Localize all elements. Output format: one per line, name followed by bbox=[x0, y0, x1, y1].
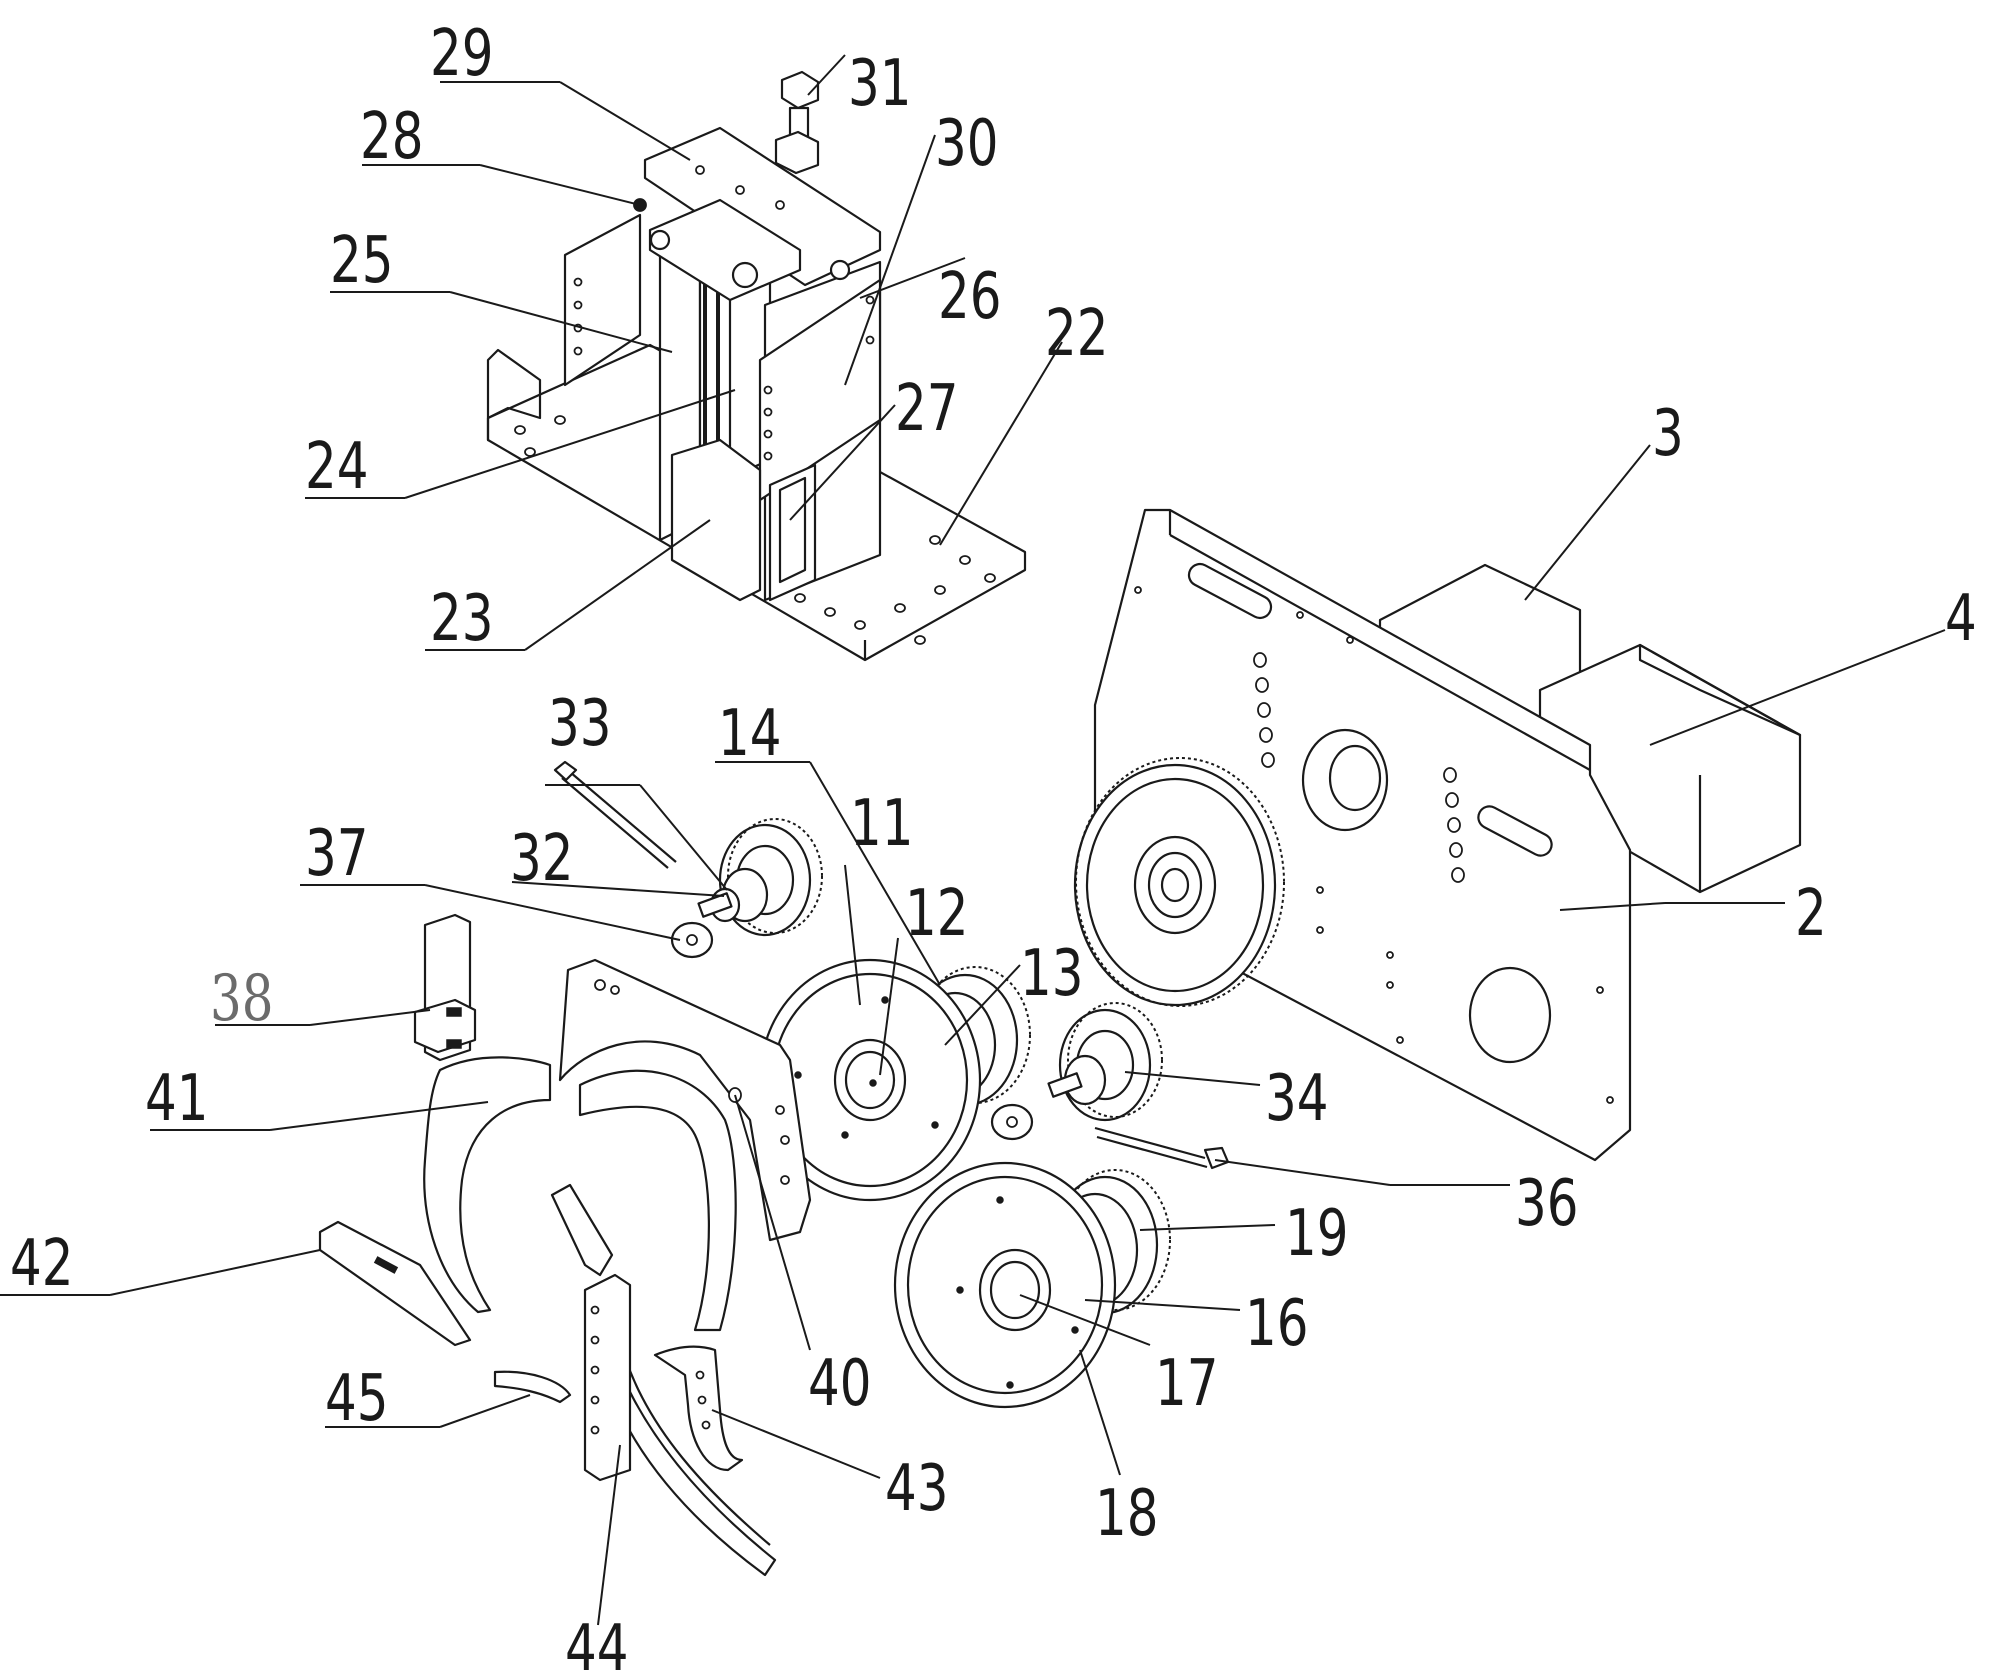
window-part-27 bbox=[768, 463, 817, 602]
lower-disc-assembly bbox=[893, 1161, 1171, 1409]
callout-24: 24 bbox=[305, 429, 369, 504]
disc-part-16 bbox=[893, 1161, 1117, 1409]
callout-42: 42 bbox=[10, 1226, 74, 1301]
callout-2: 2 bbox=[1795, 876, 1827, 951]
arc-43-holes bbox=[695, 1370, 711, 1430]
callout-27: 27 bbox=[895, 371, 959, 446]
upper-disc-assembly bbox=[758, 958, 1031, 1202]
callout-43: 43 bbox=[885, 1451, 949, 1526]
upper-slot bbox=[1187, 562, 1273, 620]
callout-16: 16 bbox=[1245, 1286, 1309, 1361]
clamp-block-part-28 bbox=[648, 198, 802, 302]
side-plate-holes bbox=[1126, 586, 1614, 1104]
callout-36: 36 bbox=[1515, 1166, 1579, 1241]
callout-4: 4 bbox=[1945, 581, 1977, 656]
callout-40: 40 bbox=[808, 1346, 872, 1421]
callout-44: 44 bbox=[565, 1611, 629, 1678]
callout-31: 31 bbox=[848, 46, 912, 121]
callout-37: 37 bbox=[305, 816, 369, 891]
callout-12: 12 bbox=[905, 876, 969, 951]
callout-labels: 29 31 28 30 25 26 22 27 24 23 3 4 33 14 … bbox=[10, 16, 1977, 1678]
leader-lines bbox=[0, 54, 1946, 1626]
spike-part bbox=[550, 1183, 614, 1277]
callout-3: 3 bbox=[1652, 396, 1684, 471]
callout-41: 41 bbox=[145, 1061, 209, 1136]
callout-30: 30 bbox=[935, 106, 999, 181]
arc-part-44 bbox=[578, 1069, 737, 1332]
plate-large-wheel bbox=[1073, 757, 1285, 1007]
callout-22: 22 bbox=[1045, 296, 1109, 371]
small-arc-part-45 bbox=[493, 1370, 572, 1404]
callout-13: 13 bbox=[1020, 936, 1084, 1011]
mounting-plate-holes bbox=[590, 1305, 600, 1435]
callout-19: 19 bbox=[1285, 1196, 1349, 1271]
base-plate-holes bbox=[514, 415, 996, 645]
upper-pulley-assembly bbox=[553, 760, 823, 959]
adjusting-screw-part-31 bbox=[774, 70, 820, 175]
callout-32: 32 bbox=[510, 821, 574, 896]
frame-part-40 bbox=[558, 958, 812, 1242]
callout-23: 23 bbox=[430, 581, 494, 656]
callout-26: 26 bbox=[938, 259, 1002, 334]
callout-28: 28 bbox=[360, 99, 424, 174]
lower-pulley-assembly bbox=[990, 1002, 1230, 1170]
lower-slot bbox=[1477, 805, 1553, 857]
callout-25: 25 bbox=[330, 223, 394, 298]
lower-frame-assembly bbox=[318, 958, 812, 1577]
callout-14: 14 bbox=[718, 696, 782, 771]
left-side-plate bbox=[563, 213, 642, 387]
callout-38: 38 bbox=[210, 961, 274, 1036]
arc-part-43 bbox=[653, 1345, 744, 1472]
slider-plate-holes bbox=[763, 295, 875, 461]
callout-34: 34 bbox=[1265, 1061, 1329, 1136]
lower-block-part-23 bbox=[670, 438, 762, 602]
mounting-plate-part-45 bbox=[583, 1273, 632, 1482]
lower-opening bbox=[1468, 966, 1552, 1064]
callout-33: 33 bbox=[548, 686, 612, 761]
clamp-part-38 bbox=[413, 913, 477, 1062]
callout-11: 11 bbox=[850, 786, 914, 861]
callout-29: 29 bbox=[430, 16, 494, 91]
drive-plate-assembly bbox=[1073, 508, 1802, 1162]
arc-part-41 bbox=[423, 1056, 552, 1314]
callout-45: 45 bbox=[325, 1361, 389, 1436]
upper-opening bbox=[1301, 728, 1389, 832]
callout-17: 17 bbox=[1155, 1346, 1219, 1421]
callout-18: 18 bbox=[1095, 1476, 1159, 1551]
bolt-part-36 bbox=[1203, 1146, 1230, 1170]
